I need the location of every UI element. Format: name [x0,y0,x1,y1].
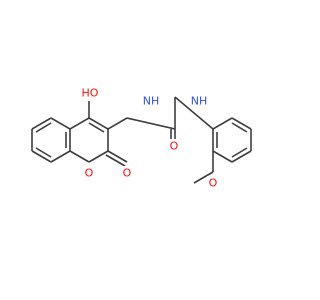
atom-labels: HO NH NH O O O O [79,86,219,190]
bond [107,150,128,163]
bond [212,117,233,130]
bond [35,147,52,158]
methoxy-oxygen-label: O [207,176,219,190]
bond [193,171,214,184]
bond [35,122,52,133]
bond [105,154,126,167]
bond [88,150,109,163]
urea-oxygen-text: O [170,140,179,153]
bond [107,117,128,130]
bond [69,150,90,163]
bond [88,117,109,130]
urea-nh-left-text: NH [143,95,160,108]
bond [231,147,248,158]
urea-oxygen-label: O [168,139,180,153]
lactone-carbonyl-oxygen-text: O [123,167,132,180]
bond [231,117,252,130]
bond [126,117,176,130]
urea-nh-right-label: NH [189,93,209,108]
bond [88,122,105,133]
bond [50,150,71,163]
bond [31,150,52,163]
bond [231,150,252,163]
bond [231,122,248,133]
ring-oxygen-text: O [85,167,94,180]
ring-oxygen-label: O [83,166,95,180]
molecule-canvas: HO NH NH O O O O [31,86,252,190]
lactone-carbonyl-oxygen-label: O [121,166,133,180]
hydroxyl-label: HO [79,86,101,101]
urea-nh-right-text: NH [191,95,208,108]
bond [69,117,90,130]
bond [174,96,214,130]
urea-nh-left-label: NH [141,93,161,108]
hydroxyl-text: HO [82,87,99,100]
methoxy-oxygen-text: O [209,177,218,190]
bond [31,117,52,130]
bonds [31,96,252,184]
bond [212,150,233,163]
structure-diagram: HO NH NH O O O O [31,86,252,190]
bond [50,117,71,130]
